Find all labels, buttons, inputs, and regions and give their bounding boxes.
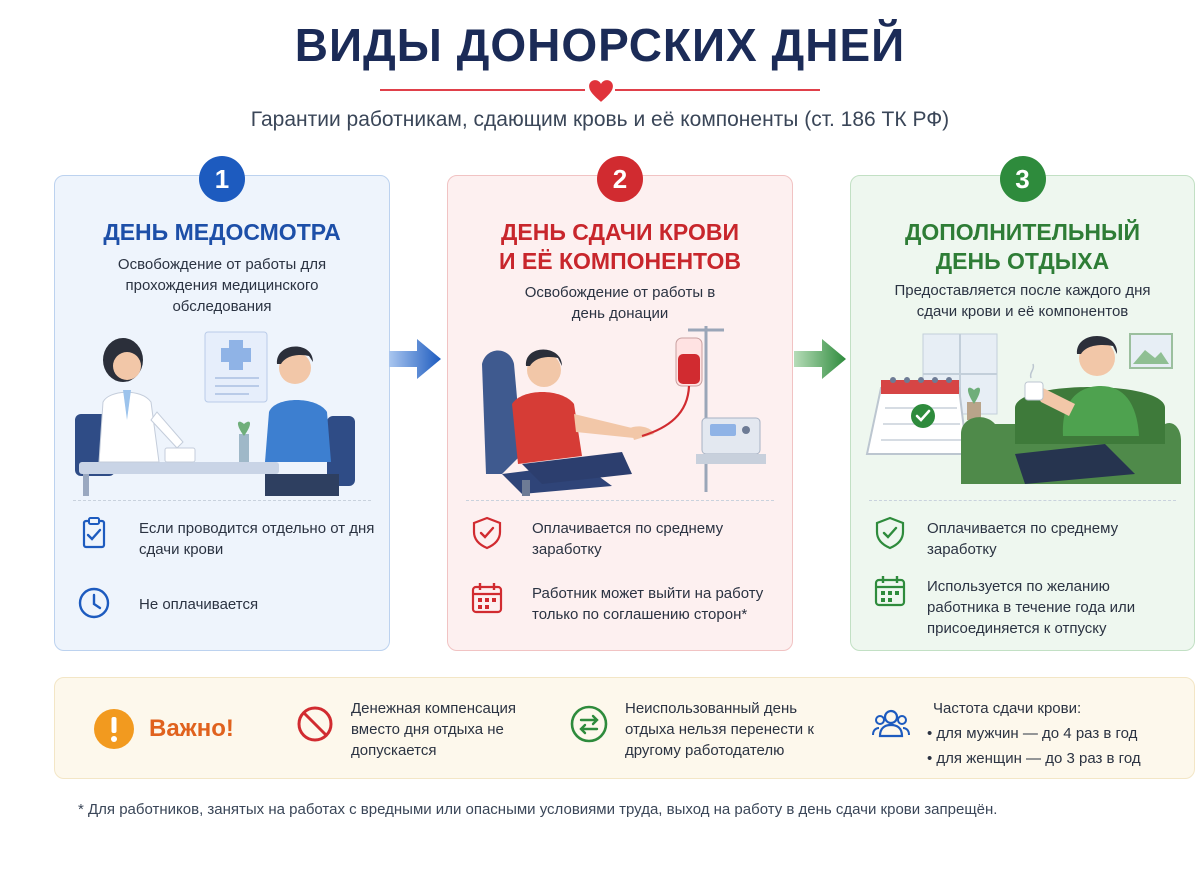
exclamation-icon [94, 709, 134, 749]
rest-day-illustration [865, 333, 1181, 484]
notice-item: Денежная компенсация вместо дня отдыха н… [295, 698, 541, 761]
card-description: Освобождение от работы в день донации [524, 284, 716, 322]
frequency-text: Частота сдачи крови: • для мужчин — до 4… [927, 698, 1177, 769]
prohibited-icon [297, 706, 333, 742]
important-notice-bar: Важно! Денежная компенсация вместо дня о… [54, 677, 1195, 779]
card-title: ДЕНЬ СДАЧИ КРОВИ И ЕЁ КОМПОНЕНТОВ [448, 218, 792, 276]
card-description: Предоставляется после каждого дня сдачи … [894, 282, 1151, 320]
info-item: Оплачивается по среднему заработку [470, 516, 778, 560]
card-separator [869, 500, 1176, 501]
card-title: ДЕНЬ МЕДОСМОТРА [103, 219, 341, 245]
calendar-icon [471, 583, 503, 614]
notice-item-text: Денежная компенсация вместо дня отдыха н… [351, 700, 516, 759]
calendar-icon [874, 576, 906, 607]
card-title-line: ДЕНЬ ОТДЫХА [935, 248, 1110, 274]
card-blood-donation-day: 2 ДЕНЬ СДАЧИ КРОВИ И ЕЁ КОМПОНЕНТОВ Осво… [447, 156, 793, 651]
info-item-text: Используется по желанию работника в тече… [927, 578, 1136, 637]
people-icon [872, 709, 910, 738]
card-description: Освобождение от работы для прохождения м… [117, 256, 327, 315]
notice-item: Неиспользованный день отдыха нельзя пере… [569, 698, 825, 761]
info-item-text: Работник может выйти на работу только по… [532, 585, 764, 623]
footnote: * Для работников, занятых на работах с в… [78, 801, 998, 818]
step-badge-1: 1 [199, 156, 245, 202]
card-title-line: И ЕЁ КОМПОНЕНТОВ [498, 248, 742, 274]
frequency-title: Частота сдачи крови: [933, 700, 1082, 717]
important-heading: Важно! [93, 708, 234, 750]
clock-icon [78, 587, 110, 619]
info-item: Используется по желанию работника в тече… [873, 574, 1180, 639]
title-divider [380, 80, 820, 102]
info-item: Если проводится отдельно от дня сдачи кр… [77, 516, 375, 560]
frequency-women: • для женщин — до 3 раз в год [927, 750, 1141, 767]
card-title-line: ДЕНЬ СДАЧИ КРОВИ [501, 219, 739, 245]
clipboard-check-icon [82, 517, 106, 549]
frequency-men: • для мужчин — до 4 раз в год [927, 725, 1138, 742]
transfer-icon [570, 705, 608, 743]
card-separator [73, 500, 371, 501]
shield-check-icon [472, 516, 502, 550]
card-additional-rest-day: 3 ДОПОЛНИТЕЛЬНЫЙ ДЕНЬ ОТДЫХА Предоставля… [850, 156, 1195, 651]
info-item: Не оплачивается [77, 586, 375, 620]
info-item-text: Если проводится отдельно от дня сдачи кр… [139, 520, 375, 558]
page-title: ВИДЫ ДОНОРСКИХ ДНЕЙ [294, 19, 906, 71]
step-badge-2: 2 [597, 156, 643, 202]
card-title-line: ДОПОЛНИТЕЛЬНЫЙ [904, 219, 1141, 245]
arrow-right-icon [389, 339, 441, 379]
divider-line-left [380, 89, 585, 91]
important-label: Важно! [149, 715, 234, 742]
info-item-text: Не оплачивается [139, 596, 259, 613]
page-subtitle: Гарантии работникам, сдающим кровь и её … [250, 108, 950, 131]
info-item-text: Оплачивается по среднему заработку [927, 520, 1119, 558]
shield-check-icon [875, 516, 905, 550]
info-item: Работник может выйти на работу только по… [470, 581, 778, 625]
step-badge-3: 3 [999, 156, 1046, 202]
divider-line-right [615, 89, 820, 91]
blood-donation-frequency: Частота сдачи крови: • для мужчин — до 4… [871, 698, 1177, 769]
info-item: Оплачивается по среднему заработку [873, 516, 1180, 560]
blood-donation-illustration [482, 326, 766, 496]
card-medical-exam-day: 1 ДЕНЬ МЕДОСМОТРА Освобождение от работы… [54, 156, 390, 651]
arrow-right-icon [794, 339, 846, 379]
card-title: ДОПОЛНИТЕЛЬНЫЙ ДЕНЬ ОТДЫХА [851, 218, 1194, 276]
card-separator [466, 500, 774, 501]
notice-item-text: Неиспользованный день отдыха нельзя пере… [625, 700, 814, 759]
heart-icon [589, 80, 613, 102]
doctor-consultation-illustration [75, 331, 355, 496]
info-item-text: Оплачивается по среднему заработку [532, 520, 724, 558]
